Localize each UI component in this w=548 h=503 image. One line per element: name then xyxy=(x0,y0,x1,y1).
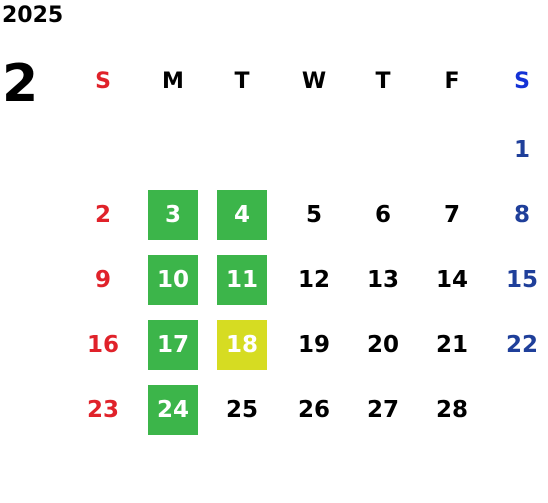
weekday-header: T xyxy=(234,68,250,94)
weekday-header: S xyxy=(95,68,111,94)
weekday-header: W xyxy=(301,68,327,94)
day-cell[interactable]: 26 xyxy=(297,397,330,423)
day-cell[interactable]: 7 xyxy=(443,202,460,228)
day-cell[interactable]: 25 xyxy=(225,397,258,423)
day-cell[interactable]: 16 xyxy=(86,332,119,358)
month-label: 2 xyxy=(2,54,39,114)
weekday-header: S xyxy=(514,68,530,94)
day-cell[interactable]: 11 xyxy=(217,255,267,305)
day-cell[interactable]: 2 xyxy=(94,202,111,228)
year-label: 2025 xyxy=(2,3,64,28)
day-cell[interactable]: 10 xyxy=(148,255,198,305)
weekday-header: T xyxy=(375,68,391,94)
day-cell[interactable]: 5 xyxy=(305,202,322,228)
day-cell[interactable]: 12 xyxy=(297,267,330,293)
day-cell[interactable]: 18 xyxy=(217,320,267,370)
day-cell[interactable]: 6 xyxy=(374,202,391,228)
day-cell[interactable]: 23 xyxy=(86,397,119,423)
day-cell[interactable]: 13 xyxy=(366,267,399,293)
day-cell[interactable]: 24 xyxy=(148,385,198,435)
day-cell[interactable]: 20 xyxy=(366,332,399,358)
day-cell[interactable]: 8 xyxy=(513,202,530,228)
day-cell[interactable]: 19 xyxy=(297,332,330,358)
day-cell[interactable]: 22 xyxy=(505,332,538,358)
day-cell[interactable]: 1 xyxy=(513,137,530,163)
day-cell[interactable]: 4 xyxy=(217,190,267,240)
day-cell[interactable]: 15 xyxy=(505,267,538,293)
day-cell[interactable]: 14 xyxy=(435,267,468,293)
weekday-header: M xyxy=(162,68,184,94)
day-cell[interactable]: 28 xyxy=(435,397,468,423)
day-cell[interactable]: 27 xyxy=(366,397,399,423)
day-cell[interactable]: 9 xyxy=(94,267,111,293)
weekday-header: F xyxy=(444,68,460,94)
day-cell[interactable]: 21 xyxy=(435,332,468,358)
day-cell[interactable]: 3 xyxy=(148,190,198,240)
day-cell[interactable]: 17 xyxy=(148,320,198,370)
